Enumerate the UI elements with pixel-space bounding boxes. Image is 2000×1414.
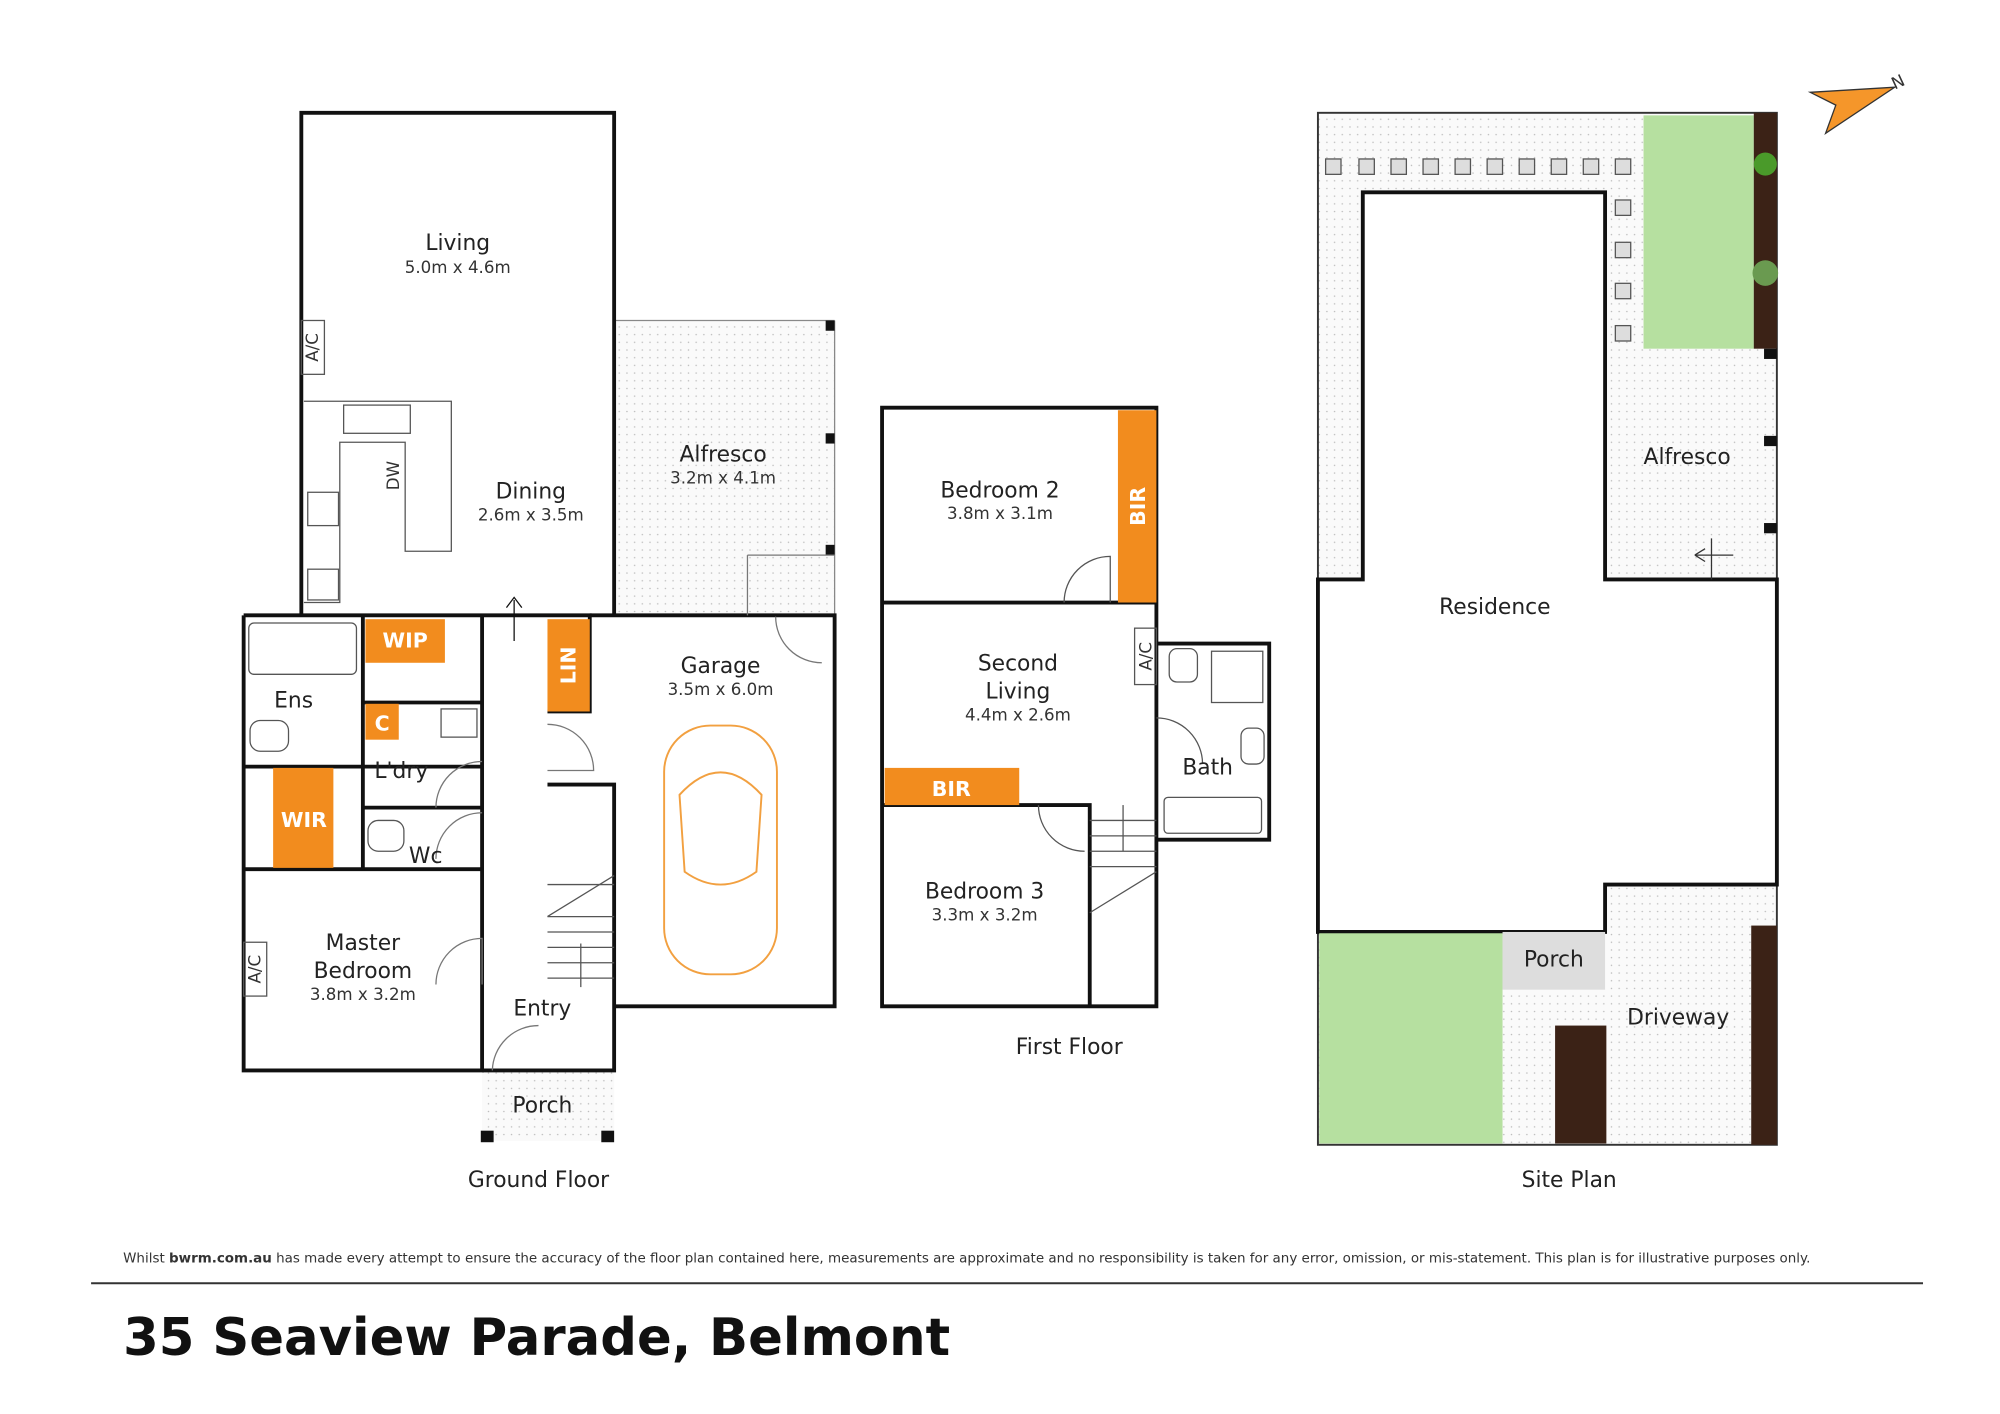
master-dims: 3.8m x 3.2m [310, 985, 416, 1004]
alfresco-label: Alfresco [680, 443, 767, 468]
second-living-label-2: Living [986, 680, 1051, 705]
bir-label-1: BIR [1126, 487, 1150, 526]
ac-label: A/C [303, 333, 322, 362]
driveway-label: Driveway [1627, 1005, 1729, 1030]
bir-label-2: BIR [932, 777, 971, 801]
lin-label: LIN [557, 646, 581, 684]
garage-label: Garage [681, 654, 761, 679]
alfresco-dims: 3.2m x 4.1m [670, 468, 776, 487]
first-floor-caption: First Floor [1016, 1035, 1123, 1060]
wip-cupboard [365, 619, 445, 663]
disclaimer: Whilst bwrm.com.au has made every attemp… [123, 1252, 1810, 1267]
wc-label: Wc [409, 844, 443, 869]
site-plan-caption: Site Plan [1522, 1168, 1617, 1193]
dining-label: Dining [496, 480, 566, 505]
brand-link[interactable]: bwrm.com.au [169, 1252, 272, 1267]
wir-label: WIR [281, 808, 327, 832]
laundry-label: L'dry [374, 759, 428, 784]
c-cupboard [365, 703, 399, 740]
wir-cupboard [273, 767, 334, 868]
north-arrow-icon: N [1807, 71, 1908, 135]
alfresco-area [615, 320, 835, 616]
master-label-2: Bedroom [314, 959, 413, 984]
property-address-title: 35 Seaview Parade, Belmont [123, 1308, 950, 1368]
living-dims: 5.0m x 4.6m [405, 258, 511, 277]
second-living-label-1: Second [978, 651, 1058, 676]
wip-label: WIP [383, 628, 428, 652]
residence-footprint [1316, 190, 1779, 934]
site-alfresco-label: Alfresco [1644, 445, 1731, 470]
c-label: C [375, 712, 390, 736]
bath-label: Bath [1182, 755, 1233, 780]
site-plan: Alfresco Residence Porch Driveway Site P… [1316, 71, 1908, 1193]
second-living-dims: 4.4m x 2.6m [965, 705, 1071, 724]
master-label-1: Master [326, 931, 400, 956]
site-porch-label: Porch [1524, 948, 1584, 973]
porch-area [482, 1070, 615, 1141]
ac-label-3: A/C [1136, 642, 1155, 671]
garage-dims: 3.5m x 6.0m [668, 680, 774, 699]
lin-cupboard [547, 619, 590, 712]
bedroom3-label: Bedroom 3 [925, 880, 1044, 905]
dining-dims: 2.6m x 3.5m [478, 505, 584, 524]
ac-label-2: A/C [245, 955, 264, 984]
car-icon [663, 724, 778, 976]
porch-label: Porch [512, 1094, 572, 1119]
entry-label: Entry [513, 996, 571, 1021]
dw-label: DW [384, 461, 403, 490]
first-floor-plan: BIR BIR A/C Bedroom 2 3.8m x 3.1m Second… [880, 405, 1272, 1060]
ground-floor-plan: A/C DW WIP LIN C [241, 110, 837, 1193]
bedroom2-dims: 3.8m x 3.1m [947, 504, 1053, 523]
residence-label: Residence [1439, 595, 1550, 620]
ground-floor-caption: Ground Floor [468, 1168, 609, 1193]
bedroom2-label: Bedroom 2 [940, 478, 1059, 503]
ens-label: Ens [274, 689, 313, 714]
bedroom3-dims: 3.3m x 3.2m [932, 905, 1038, 924]
living-label: Living [425, 231, 490, 256]
